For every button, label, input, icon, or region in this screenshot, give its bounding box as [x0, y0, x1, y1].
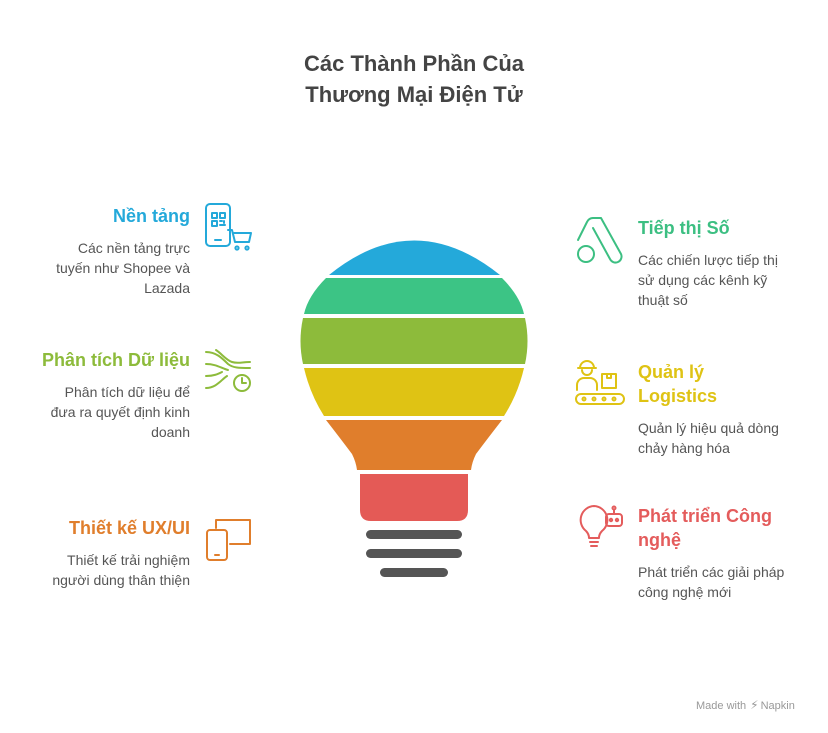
component-description: Phân tích dữ liệu để đưa ra quyết định k… — [50, 384, 190, 440]
diagram-title: Các Thành Phần Của Thương Mại Điện Tử — [0, 48, 828, 110]
bulb-segment-3 — [300, 318, 528, 364]
footer-made-with: Made with — [696, 700, 747, 712]
ads-logo-icon — [577, 217, 623, 264]
worker-conveyor-icon — [575, 360, 625, 405]
footer-watermark: Made with⚡Napkin — [696, 698, 795, 712]
mobile-shopping-icon — [205, 203, 252, 251]
bulb-segment-1 — [329, 240, 500, 275]
component-platform: Nền tảng Các nền tảng trực tuyến như Sho… — [40, 204, 190, 298]
component-ux-ui: Thiết kế UX/UI Thiết kế trải nghiệm ngườ… — [40, 516, 190, 590]
bulb-segment-6 — [360, 474, 468, 521]
bulb-base-ring-3 — [380, 568, 448, 577]
napkin-logo-icon: ⚡ — [750, 698, 759, 712]
component-heading: Phát triển Công nghệ — [638, 506, 772, 550]
component-logistics: Quản lý Logistics Quản lý hiệu quả dòng … — [638, 360, 788, 458]
component-description: Quản lý hiệu quả dòng chảy hàng hóa — [638, 420, 779, 456]
component-description: Các chiến lược tiếp thị sử dụng các kênh… — [638, 252, 778, 308]
bulb-base-ring-1 — [366, 530, 462, 539]
component-heading: Phân tích Dữ liệu — [41, 350, 190, 370]
component-description: Các nền tảng trực tuyến như Shopee và La… — [56, 240, 190, 296]
bulb-segment-2 — [304, 278, 524, 314]
data-flow-clock-icon — [205, 349, 251, 392]
robot-idea-icon — [579, 505, 623, 547]
component-heading: Thiết kế UX/UI — [68, 518, 190, 538]
devices-icon — [206, 519, 251, 561]
footer-brand: Napkin — [760, 700, 795, 712]
component-heading: Nền tảng — [112, 206, 190, 226]
component-data-analysis: Phân tích Dữ liệu Phân tích dữ liệu để đ… — [40, 348, 190, 442]
title-line-2: Thương Mại Điện Tử — [305, 82, 523, 107]
component-technology: Phát triển Công nghệ Phát triển các giải… — [638, 504, 788, 602]
title-line-1: Các Thành Phần Của — [303, 51, 525, 76]
component-digital-marketing: Tiếp thị Số Các chiến lược tiếp thị sử d… — [638, 216, 788, 310]
bulb-segment-5 — [326, 420, 502, 470]
lightbulb — [300, 240, 528, 577]
component-description: Phát triển các giải pháp công nghệ mới — [638, 564, 785, 600]
component-heading: Quản lý Logistics — [638, 362, 718, 406]
bulb-segment-4 — [304, 368, 524, 416]
bulb-base-ring-2 — [366, 549, 462, 558]
component-heading: Tiếp thị Số — [638, 218, 730, 238]
component-description: Thiết kế trải nghiệm người dùng thân thi… — [52, 552, 190, 588]
